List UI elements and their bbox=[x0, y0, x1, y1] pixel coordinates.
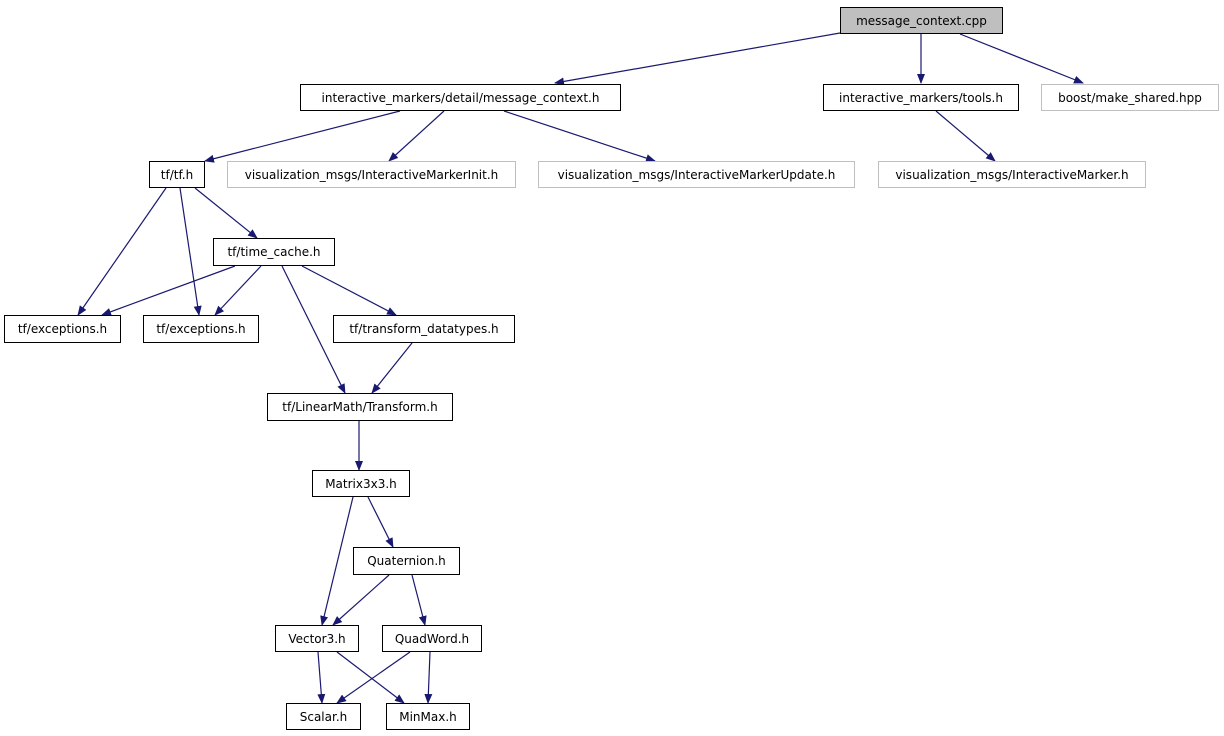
node-tf[interactable]: tf/tf.h bbox=[149, 161, 205, 188]
node-exc1[interactable]: tf/exceptions.h bbox=[4, 315, 121, 343]
edge-datatypes-to-transform bbox=[371, 342, 413, 394]
edge-vector3-to-scalar bbox=[317, 651, 326, 704]
edge-quat-to-vector3 bbox=[332, 574, 390, 626]
node-quadword[interactable]: QuadWord.h bbox=[382, 625, 482, 652]
edge-quadword-to-minmax bbox=[424, 651, 433, 704]
edge-tf-to-exc2 bbox=[179, 187, 202, 316]
node-init[interactable]: visualization_msgs/InteractiveMarkerInit… bbox=[227, 161, 516, 188]
edge-timecache-to-exc2 bbox=[214, 265, 262, 316]
node-cpp[interactable]: message_context.cpp bbox=[840, 7, 1003, 34]
edge-matrix-to-vector3 bbox=[320, 496, 354, 626]
edge-detail-to-update bbox=[503, 110, 656, 162]
edge-tf-to-exc1 bbox=[77, 187, 167, 316]
node-timecache[interactable]: tf/time_cache.h bbox=[213, 238, 335, 266]
node-tools[interactable]: interactive_markers/tools.h bbox=[823, 84, 1019, 111]
edge-detail-to-init bbox=[388, 110, 445, 162]
edge-detail-to-tf bbox=[204, 110, 401, 163]
edge-vector3-to-minmax bbox=[336, 651, 405, 704]
node-scalar[interactable]: Scalar.h bbox=[286, 703, 361, 730]
edge-cpp-to-detail bbox=[554, 32, 841, 86]
node-update[interactable]: visualization_msgs/InteractiveMarkerUpda… bbox=[538, 161, 855, 188]
edge-timecache-to-datatypes bbox=[301, 265, 397, 316]
node-quat[interactable]: Quaternion.h bbox=[353, 547, 460, 575]
node-minmax[interactable]: MinMax.h bbox=[386, 703, 470, 730]
node-detail[interactable]: interactive_markers/detail/message_conte… bbox=[300, 84, 621, 111]
node-transform[interactable]: tf/LinearMath/Transform.h bbox=[267, 393, 453, 421]
edge-quat-to-quadword bbox=[411, 574, 427, 626]
edge-matrix-to-quat bbox=[367, 496, 394, 548]
node-vector3[interactable]: Vector3.h bbox=[275, 625, 359, 652]
edge-tf-to-timecache bbox=[194, 187, 258, 239]
node-matrix[interactable]: Matrix3x3.h bbox=[312, 470, 410, 497]
edge-tools-to-marker bbox=[935, 110, 996, 162]
edge-quadword-to-scalar bbox=[336, 651, 411, 704]
node-marker[interactable]: visualization_msgs/InteractiveMarker.h bbox=[878, 161, 1146, 188]
edge-timecache-to-transform bbox=[281, 265, 346, 394]
node-datatypes[interactable]: tf/transform_datatypes.h bbox=[333, 315, 515, 343]
edge-timecache-to-exc1 bbox=[101, 265, 236, 316]
edge-cpp-to-boost bbox=[959, 33, 1084, 84]
node-boost[interactable]: boost/make_shared.hpp bbox=[1041, 84, 1219, 111]
node-exc2[interactable]: tf/exceptions.h bbox=[143, 315, 259, 343]
